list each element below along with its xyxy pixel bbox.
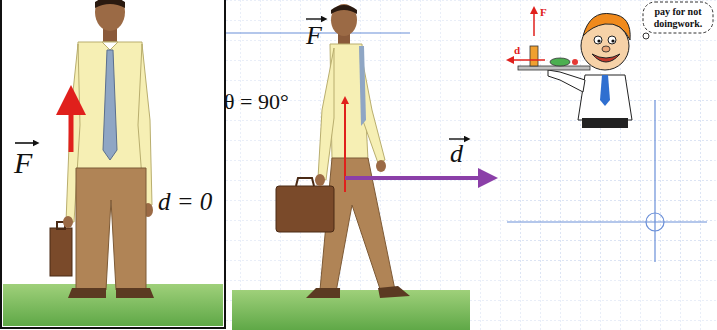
displacement-label: d bbox=[450, 140, 463, 169]
speech-text: pay for not doingwork. bbox=[649, 6, 707, 29]
force-label: F bbox=[540, 6, 547, 18]
displacement-label: d bbox=[514, 44, 520, 56]
force-label: F bbox=[306, 22, 322, 51]
angle-label: θ = 90° bbox=[224, 90, 289, 114]
speech-bubble: pay for not doingwork. bbox=[642, 1, 714, 34]
force-label: F bbox=[14, 146, 32, 179]
displacement-label: d = 0 bbox=[158, 188, 212, 216]
